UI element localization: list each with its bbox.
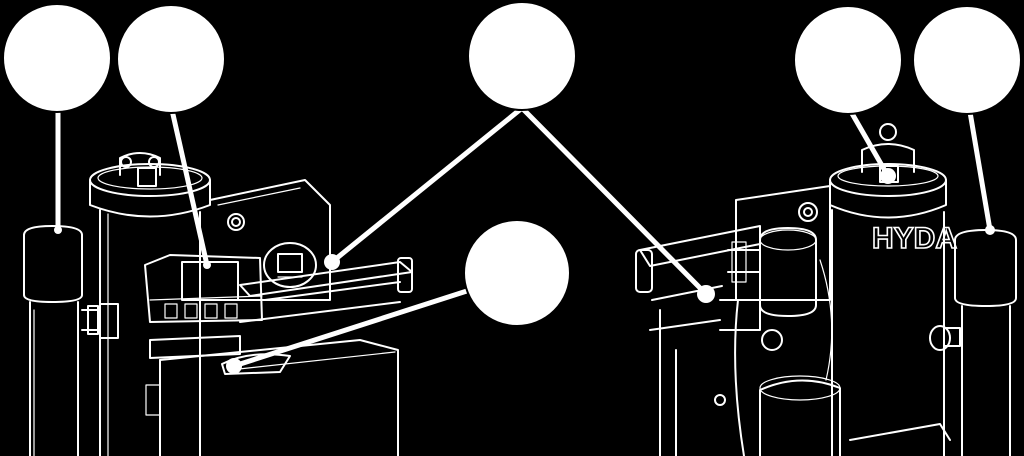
callout-circles (2, 1, 1022, 327)
left-side-fitting (81, 303, 119, 339)
left-unit (23, 152, 413, 456)
left-cylinder-sensor (23, 225, 83, 456)
leader-endpoints (54, 168, 995, 374)
callout-6 (912, 5, 1022, 115)
callout-3 (467, 1, 577, 111)
leader-line-3a (329, 105, 525, 265)
brand-text: HYDA (872, 222, 957, 255)
left-pipes (149, 257, 413, 359)
right-unit: HYDA (635, 123, 1017, 456)
callout-5 (793, 5, 903, 115)
callout-leaders (55, 105, 993, 369)
right-cylinder-sensor (954, 229, 1017, 456)
right-pump-motor (727, 227, 817, 317)
left-lower-cabinet (145, 339, 399, 456)
right-lower-cabinet (649, 259, 951, 456)
leader-line-4 (231, 287, 473, 369)
leader-line-3b (519, 105, 709, 297)
leader-line-6 (967, 109, 993, 233)
leader-line-2 (169, 107, 210, 268)
leader-line-5 (847, 107, 891, 179)
left-back-panel (209, 179, 331, 301)
right-side-fitting (929, 325, 961, 351)
callout-1 (2, 3, 112, 113)
callout-4 (463, 219, 571, 327)
left-control-box (144, 254, 263, 323)
callout-2 (116, 4, 226, 114)
